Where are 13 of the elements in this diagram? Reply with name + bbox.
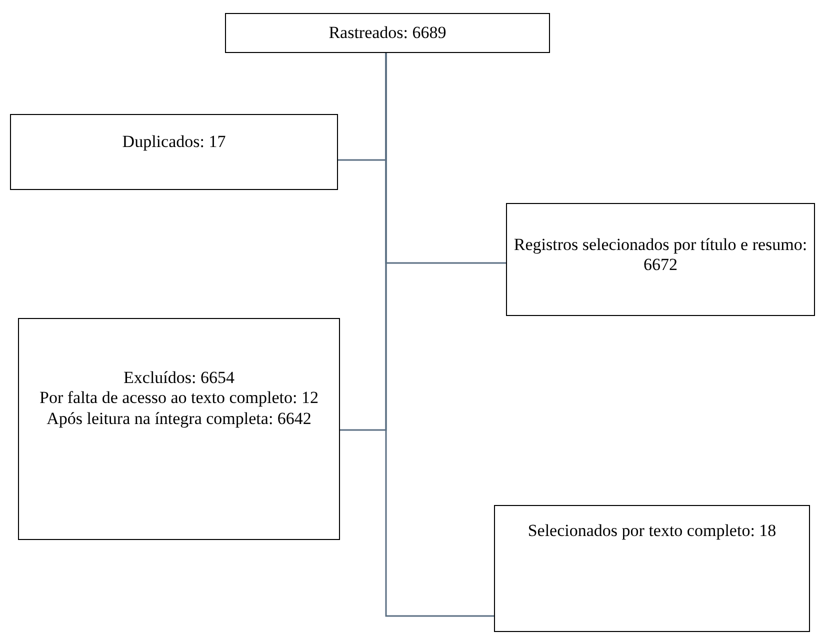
box-text: Registros selecionados por título e resumo: 6672 — [512, 235, 808, 276]
process-box — [18, 318, 340, 540]
box-text: Selecionados por texto completo: 18 — [528, 521, 776, 542]
box-text: Após leitura na íntegra completa: 6642 — [46, 408, 312, 430]
box-text: Rastreados: 6689 — [328, 23, 446, 44]
connector-line — [385, 53, 494, 617]
process-box — [225, 13, 550, 53]
box-text: Por falta de acesso ao texto completo: 12 — [40, 388, 318, 409]
box-text: Duplicados: 17 — [122, 132, 226, 152]
process-box — [506, 203, 815, 316]
box-text: Excluídos: 6654 — [124, 368, 234, 388]
process-box — [494, 505, 810, 632]
process-box — [10, 114, 338, 190]
